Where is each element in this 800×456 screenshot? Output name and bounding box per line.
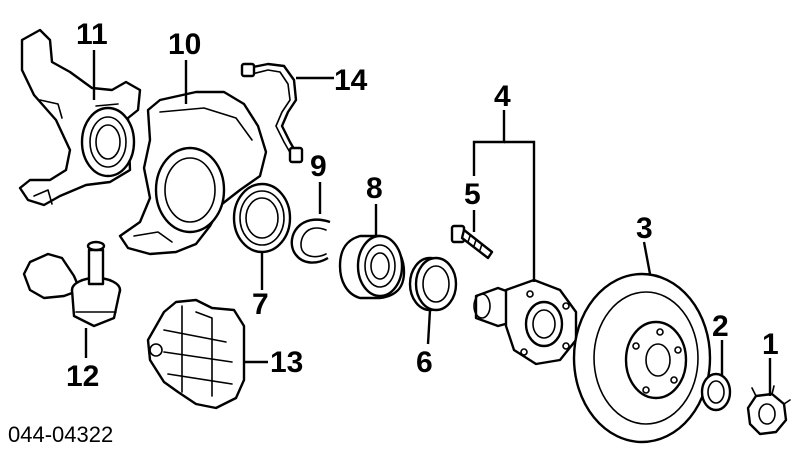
- callout-1: 1: [762, 328, 779, 361]
- brake-disc-part: [572, 272, 712, 444]
- callout-14: 14: [334, 64, 368, 97]
- callout-7: 7: [252, 288, 269, 321]
- steering-knuckle-part: [18, 28, 142, 207]
- hub-nut-part: [746, 385, 791, 436]
- callout-3: 3: [636, 212, 653, 245]
- brake-caliper-part: [146, 298, 246, 410]
- brake-hose-part: [240, 62, 304, 164]
- callout-12: 12: [66, 360, 99, 393]
- callout-6: 6: [416, 346, 433, 379]
- axle-hub-part: [473, 278, 578, 366]
- leader-lines: [84, 50, 772, 396]
- callout-10: 10: [168, 28, 201, 61]
- callout-5: 5: [464, 178, 481, 211]
- diagram-code: 044-04322: [8, 422, 113, 447]
- oil-seal-part: [232, 182, 292, 254]
- washer-part: [700, 372, 732, 412]
- callout-2: 2: [712, 310, 729, 343]
- snap-ring-part: [290, 218, 331, 264]
- callout-9: 9: [310, 150, 327, 183]
- ball-joint-part: [22, 240, 122, 328]
- dust-cover-part: [118, 90, 268, 256]
- callout-4: 4: [494, 80, 511, 113]
- callout-11: 11: [76, 18, 108, 51]
- callout-8: 8: [366, 172, 383, 205]
- hub-bearing-part: [338, 234, 406, 300]
- bearing-seal-part: [408, 256, 458, 312]
- callout-13: 13: [270, 346, 303, 379]
- hub-bolt-part: [450, 224, 494, 260]
